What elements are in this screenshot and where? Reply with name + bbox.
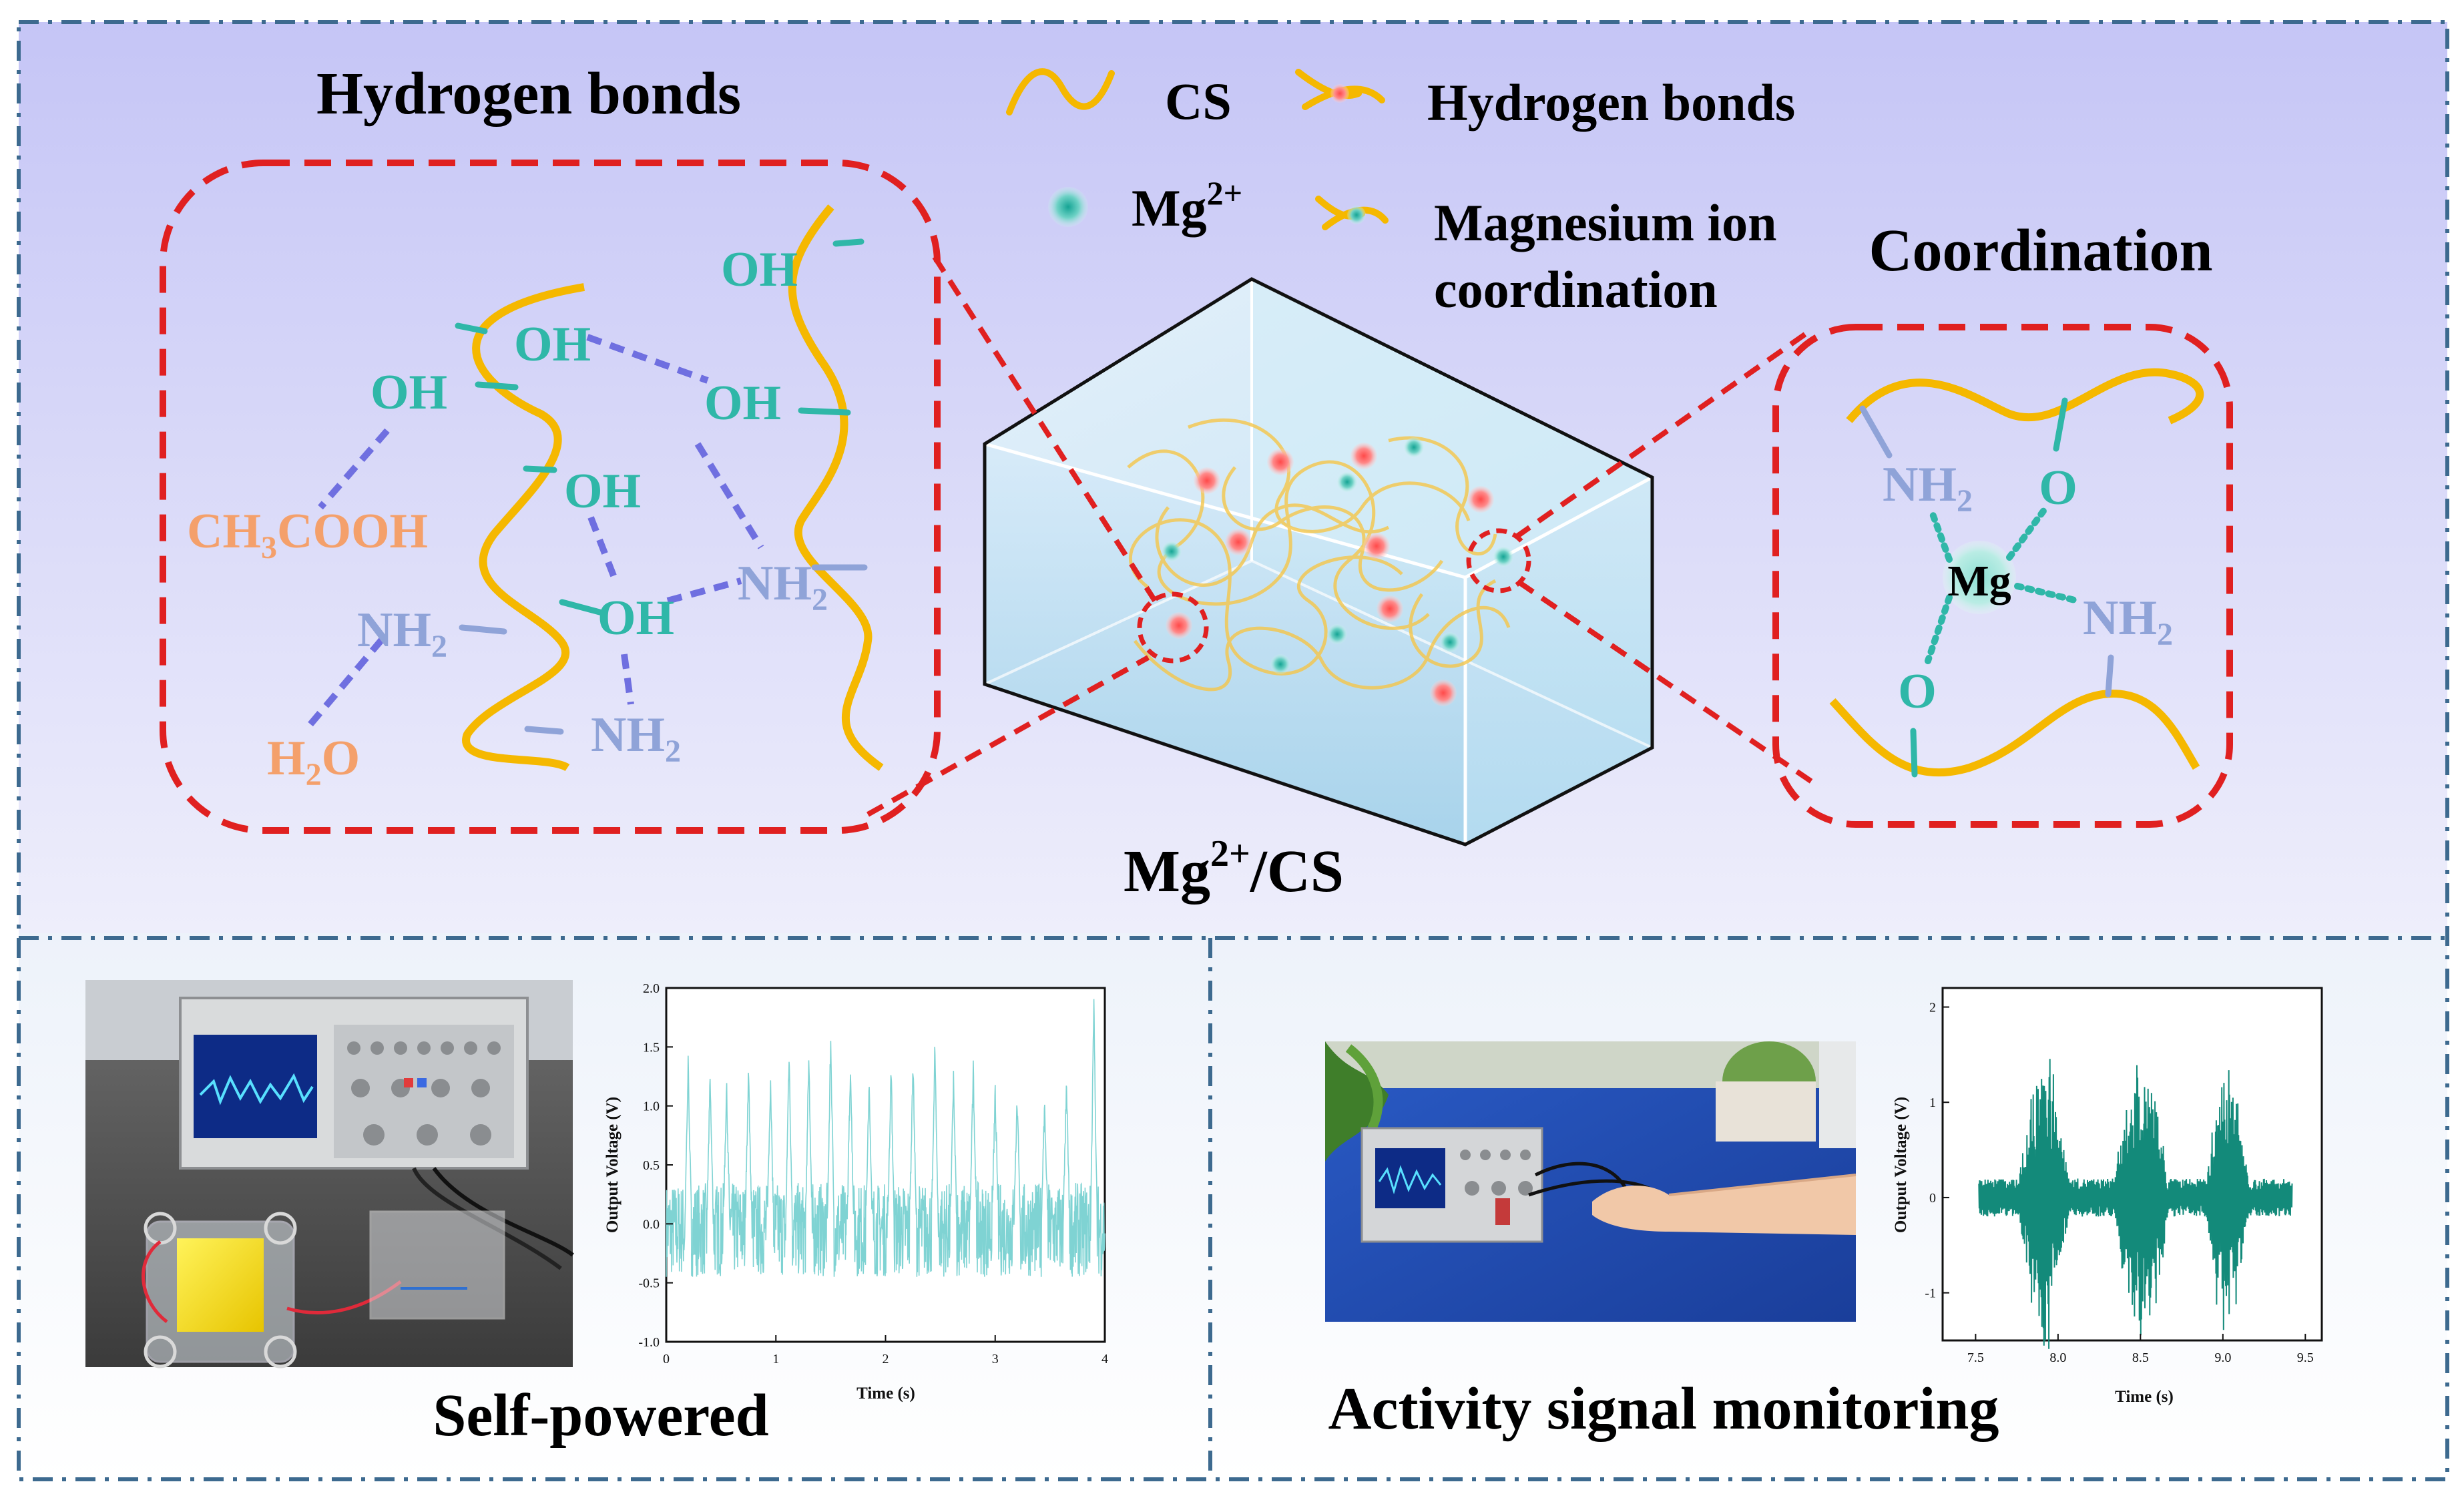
- teal-dots: [1162, 437, 1513, 674]
- coord-nh2-label-1: NH2: [1883, 457, 1973, 519]
- coord-o-label-2: O: [1898, 664, 1937, 719]
- coordination-title: Coordination: [1869, 218, 2212, 284]
- self-powered-caption: Self-powered: [433, 1383, 768, 1449]
- chart2-y-tick-label: 1: [1929, 1095, 1936, 1110]
- cs-chain-right: [788, 204, 884, 771]
- coord-chain-bottom: [1829, 690, 2200, 777]
- chart1-y-axis-label: Output Voltage (V): [603, 1097, 622, 1233]
- chart2-series: [1978, 1059, 2293, 1349]
- chart1-series: [666, 999, 1105, 1277]
- chart2-x-tick-label: 8.5: [2132, 1350, 2149, 1365]
- chart1-y-tick-label: -0.5: [638, 1276, 660, 1291]
- coord-nh2-label-2: NH2: [2083, 591, 2173, 652]
- chart2-x-axis-label: Time (s): [2115, 1388, 2174, 1406]
- legend-mg-label: Mg2+: [1132, 174, 1242, 237]
- hydrogel-box: [867, 255, 1818, 846]
- zoom-connectors: [867, 255, 1818, 817]
- chart2-y-tick-label: 2: [1929, 1001, 1936, 1015]
- coordination-dashed-frame: [1772, 324, 2233, 828]
- activity-monitoring-photo: [1325, 1041, 1857, 1322]
- nh2-label-1: NH2: [357, 603, 447, 664]
- oh-label-3: OH: [371, 365, 447, 420]
- chart1-plot-area: [665, 987, 1106, 1343]
- chart1-x-tick-label: 0: [663, 1352, 670, 1366]
- oh-label-2: OH: [514, 317, 591, 372]
- chart1-x-ticks: 0 1 2 3 4: [663, 1335, 1108, 1366]
- chart1-voltage-line: [666, 999, 1105, 1277]
- hbonds-dashed-frame: [160, 160, 941, 834]
- cs-chain-left: [462, 283, 585, 772]
- legend-cs-label: CS: [1165, 72, 1232, 130]
- activity-caption: Activity signal monitoring: [1328, 1376, 1999, 1442]
- chart1-y-tick-label: -1.0: [638, 1335, 660, 1350]
- legend-coordination-icon: [1315, 196, 1389, 230]
- nh2-label-3: NH2: [591, 708, 681, 769]
- chart2-y-axis-label: Output Voltage (V): [1892, 1097, 1910, 1233]
- chart2-x-tick-label: 9.0: [2214, 1350, 2231, 1365]
- legend-coordination-line2: coordination: [1434, 260, 1718, 318]
- legend-coordination-line1: Magnesium ion: [1434, 194, 1777, 252]
- legend-hbond-label: Hydrogen bonds: [1427, 73, 1795, 132]
- chart1-x-tick-label: 2: [883, 1352, 889, 1366]
- chart2-x-ticks: 7.5 8.0 8.5 9.0 9.5: [1967, 1334, 2314, 1365]
- chart1-y-tick-label: 2.0: [643, 981, 660, 996]
- outer-border: [17, 20, 2449, 1481]
- legend-hbond-icon: [1295, 69, 1385, 110]
- chart2-x-tick-label: 7.5: [1967, 1350, 1984, 1365]
- nh2-label-2: NH2: [738, 556, 828, 617]
- center-label: Mg2+/CS: [1124, 833, 1344, 905]
- chart1-x-tick-label: 4: [1101, 1352, 1108, 1366]
- coord-o-label-1: O: [2039, 461, 2077, 515]
- chart1-x-axis-label: Time (s): [856, 1385, 915, 1403]
- oh-label-6: OH: [597, 591, 674, 646]
- zoom-circle-coordination: [1466, 528, 1531, 593]
- chart1-y-tick-label: 0.5: [643, 1158, 660, 1173]
- coord-mg-glow: [1943, 541, 2016, 614]
- hbonds-title: Hydrogen bonds: [316, 61, 741, 127]
- chart1-x-tick-label: 3: [992, 1352, 999, 1366]
- chart2-y-tick-label: -1: [1925, 1286, 1936, 1301]
- nh2-stubs: [459, 564, 868, 735]
- zoom-circle-hbond: [1137, 591, 1209, 664]
- chart2-x-tick-label: 9.5: [2297, 1350, 2314, 1365]
- chart2-x-tick-label: 8.0: [2049, 1350, 2066, 1365]
- chart2-y-ticks: -1 0 1 2: [1925, 1001, 1949, 1301]
- ch3cooh-label: CH3COOH: [187, 504, 428, 565]
- legend-mg-icon: [1048, 187, 1088, 227]
- h2o-label: H2O: [267, 731, 360, 792]
- hbond-dashes: [308, 334, 764, 727]
- red-dots: [1166, 443, 1494, 706]
- oh-label-1: OH: [721, 242, 798, 297]
- chart1-y-tick-label: 1.5: [643, 1040, 660, 1055]
- legend: CS Hydrogen bonds Mg2+ Magnesium ion coo…: [1006, 68, 1795, 318]
- chart1-x-tick-label: 1: [772, 1352, 779, 1366]
- self-powered-photo: [85, 980, 574, 1368]
- coord-mg-label: Mg: [1947, 557, 2011, 605]
- chart1-y-tick-label: 1.0: [643, 1099, 660, 1114]
- legend-cs-chain-icon: [1006, 68, 1115, 115]
- coordination-panel: Mg O O NH2 NH2: [1772, 324, 2233, 828]
- oh-label-5: OH: [564, 464, 641, 519]
- chart1-y-ticks: -1.0 -0.5 0.0 0.5 1.0 1.5 2.0: [638, 981, 673, 1350]
- oh-stubs: [455, 238, 865, 616]
- chart2-voltage-line: [1978, 1059, 2293, 1349]
- hydrogen-bonds-panel: OH OH OH OH OH OH CH3COOH H2O NH2 NH2 NH…: [160, 160, 941, 834]
- chart-self-powered: 0 1 2 3 4 -1.0 -0.5 0.0 0.5 1.0 1.5 2.0 Time (s) O…: [603, 981, 1108, 1403]
- oh-label-4: OH: [704, 376, 781, 431]
- chart1-y-tick-label: 0.0: [643, 1217, 660, 1232]
- box-side-face: [1465, 477, 1652, 844]
- chart2-y-tick-label: 0: [1929, 1191, 1936, 1206]
- coord-dotted-bonds: [1925, 504, 2081, 664]
- chart-activity-monitoring: 7.5 8.0 8.5 9.0 9.5 -1 0 1 2 Time (s) Output Vo…: [1892, 987, 2323, 1406]
